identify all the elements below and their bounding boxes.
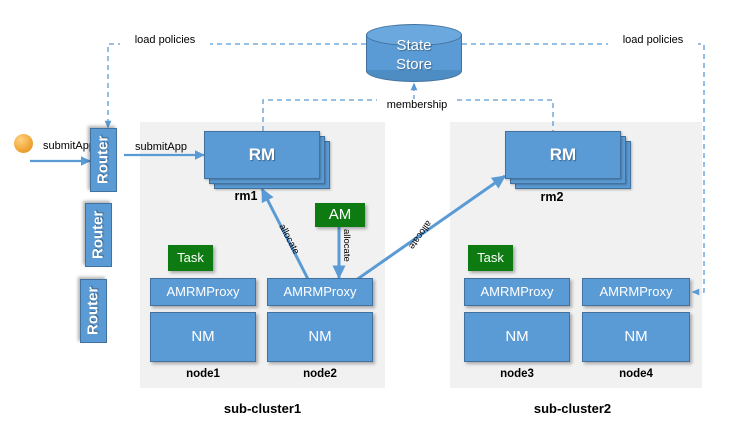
node3-nm[interactable]: NM — [464, 312, 570, 362]
router-2[interactable]: Router — [85, 203, 112, 267]
node3-name: node3 — [500, 368, 534, 380]
edge-label-load-policies-right: load policies — [608, 34, 698, 46]
edge-label-load-policies-left: load policies — [120, 34, 210, 46]
node4-nm[interactable]: NM — [582, 312, 690, 362]
edge-label-submitapp-router: submitApp — [135, 141, 187, 153]
rm2-label: RM — [505, 131, 621, 179]
state-store: State Store — [366, 24, 462, 84]
node4-name: node4 — [619, 368, 653, 380]
edge-load-policies-left — [104, 43, 366, 129]
node3-task[interactable]: Task — [468, 245, 513, 271]
subcluster2-name: sub-cluster2 — [533, 401, 612, 416]
node3-amrmproxy[interactable]: AMRMProxy — [464, 278, 570, 306]
router-1[interactable]: Router — [90, 128, 117, 192]
rm1-stack[interactable]: RM — [204, 131, 330, 189]
router-3[interactable]: Router — [80, 279, 107, 343]
rm2-name: rm2 — [540, 190, 564, 204]
state-store-line1: State — [396, 37, 432, 54]
edge-label-membership: membership — [377, 99, 457, 111]
node2-name: node2 — [303, 368, 337, 380]
am-box[interactable]: AM — [315, 203, 365, 227]
node2-nm[interactable]: NM — [267, 312, 373, 362]
user-icon — [6, 134, 40, 176]
subcluster1-name: sub-cluster1 — [223, 401, 302, 416]
node1-task[interactable]: Task — [168, 245, 213, 271]
rm2-stack[interactable]: RM — [505, 131, 631, 189]
node1-name: node1 — [186, 368, 220, 380]
edge-label-submitapp-user: submitApp — [43, 140, 95, 152]
edge-label-allocate-proxy-rm2: allocate — [405, 218, 434, 252]
node4-amrmproxy[interactable]: AMRMProxy — [582, 278, 690, 306]
node1-amrmproxy[interactable]: AMRMProxy — [150, 278, 256, 306]
node1-nm[interactable]: NM — [150, 312, 256, 362]
rm1-label: RM — [204, 131, 320, 179]
node2-amrmproxy[interactable]: AMRMProxy — [267, 278, 373, 306]
state-store-line2: Store — [396, 56, 432, 73]
edge-label-allocate-am-proxy: allocate — [341, 229, 352, 262]
rm1-name: rm1 — [234, 189, 258, 203]
